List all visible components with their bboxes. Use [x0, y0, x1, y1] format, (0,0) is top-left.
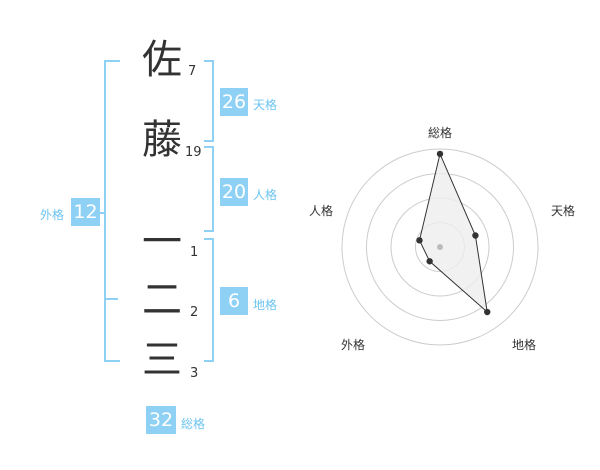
radar-point-4 [426, 258, 433, 265]
chikaku-value: 6 [220, 287, 248, 315]
radar-label-chikaku: 地格 [512, 338, 537, 352]
char-5: 三 [142, 337, 182, 383]
radar-label-soukaku: 総格 [428, 126, 453, 140]
jinkaku-value: 20 [220, 178, 248, 206]
char-4: 二 [142, 277, 182, 323]
chikaku-bracket [204, 238, 214, 362]
radar-label-gaikaku: 外格 [341, 338, 366, 352]
char-2-strokes: 19 [185, 145, 202, 160]
radar-points [416, 150, 491, 316]
char-1: 佐 [142, 37, 182, 83]
radar-point-5 [416, 237, 423, 244]
jinkaku-label: 人格 [253, 188, 278, 202]
radar-ring [390, 197, 490, 297]
radar-center [437, 244, 443, 250]
radar-label-jinkaku: 人格 [309, 204, 334, 218]
radar-ring [415, 222, 465, 272]
char-3: 一 [142, 219, 182, 265]
soukaku-value: 32 [146, 406, 176, 434]
jinkaku-bracket [204, 146, 214, 232]
char-1-strokes: 7 [188, 64, 197, 79]
radar-ring [366, 173, 514, 321]
char-3-strokes: 1 [190, 245, 199, 260]
tenkaku-value: 26 [220, 88, 248, 116]
radar-point-3 [484, 308, 491, 316]
gaikaku-bracket [104, 60, 120, 362]
tenkaku-label: 天格 [253, 98, 278, 112]
radar-ring [341, 148, 539, 346]
radar-point-1 [436, 150, 444, 158]
gaikaku-label: 外格 [40, 208, 65, 222]
gaikaku-bracket-tick [104, 298, 118, 300]
gaikaku-bracket-connector [100, 212, 106, 214]
radar-rings [341, 148, 539, 346]
tenkaku-bracket [204, 60, 214, 142]
char-2: 藤 [142, 117, 182, 163]
gaikaku-value: 12 [71, 198, 100, 226]
soukaku-label: 総格 [181, 417, 206, 431]
char-4-strokes: 2 [190, 305, 199, 320]
radar-polygon [418, 152, 488, 314]
char-5-strokes: 3 [190, 366, 199, 381]
radar-label-tenkaku: 天格 [551, 204, 576, 218]
chikaku-label: 地格 [253, 298, 278, 312]
radar-point-2 [472, 232, 479, 239]
